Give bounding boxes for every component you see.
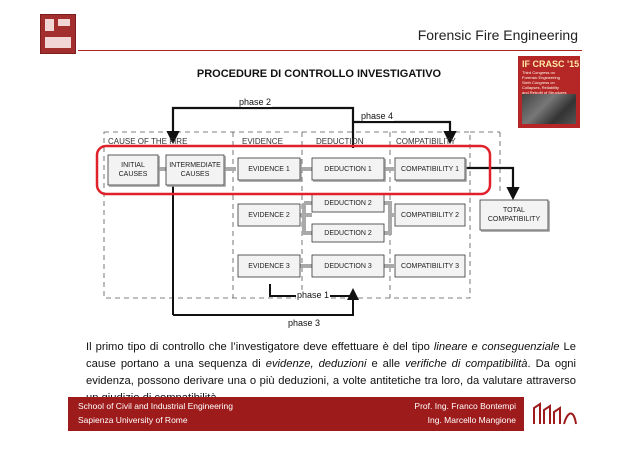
- evidence-2-label: EVIDENCE 2: [248, 212, 290, 219]
- phase-3-label: phase 3: [287, 318, 322, 328]
- poster-line: Forensic Engineering: [522, 75, 560, 80]
- evidence-3-label: EVIDENCE 3: [248, 263, 290, 270]
- deduction-1-label: DEDUCTION 1: [324, 166, 372, 173]
- evidence-3-box: [237, 254, 301, 278]
- footer-school: School of Civil and Industrial Engineeri…: [78, 401, 233, 411]
- footer-prof-1: Prof. Ing. Franco Bontempi: [414, 401, 516, 411]
- compatibility-1-label: COMPATIBILITY 1: [401, 166, 459, 173]
- deduction-2a-label: DEDUCTION 2: [324, 200, 372, 207]
- deduction-3-label: DEDUCTION 3: [324, 263, 372, 270]
- evidence-1-box: [237, 157, 301, 181]
- header-divider: [78, 50, 582, 51]
- header-title: Forensic Fire Engineering: [417, 27, 578, 43]
- phase-frame: [103, 131, 471, 299]
- phase-2-arrow: [166, 106, 355, 148]
- compatibility-2-label: COMPATIBILITY 2: [401, 212, 459, 219]
- total-compatibility-box: [479, 199, 549, 231]
- deduction-1-box: [311, 157, 385, 181]
- phase-1-label: phase 1: [296, 290, 331, 300]
- intermediate-causes-box: [165, 154, 225, 186]
- section-label-cause: CAUSE OF THE FIRE: [108, 137, 188, 146]
- deduction-3-box: [311, 254, 385, 278]
- footer-bar: [68, 397, 524, 431]
- section-label-compatibility: COMPATIBILITY: [396, 137, 456, 146]
- compatibility-1-box: [394, 157, 466, 181]
- phase-2-label: phase 2: [238, 97, 273, 107]
- poster-title: IF CRASC '15: [522, 59, 580, 69]
- phase-4-arrow: [353, 120, 457, 145]
- phase-3-arrow: [173, 288, 359, 316]
- research-group-logo: [533, 402, 577, 425]
- evidence-2-box: [237, 203, 301, 227]
- highlight-outline: [95, 144, 492, 196]
- phase-4-label: phase 4: [360, 111, 395, 121]
- section-label-evidence: EVIDENCE: [242, 137, 283, 146]
- section-label-deduction: DEDUCTION: [316, 137, 364, 146]
- poster-line: Collapses, Reliability: [522, 85, 559, 90]
- compatibility-3-label: COMPATIBILITY 3: [401, 263, 459, 270]
- conference-poster-image: IF CRASC '15 Third Congress on Forensic …: [518, 56, 580, 128]
- footer-prof-2: Ing. Marcello Mangione: [427, 415, 516, 425]
- poster-line: Sixth Congress on: [522, 80, 555, 85]
- poster-line: Third Congress on: [522, 70, 555, 75]
- evidence-1-label: EVIDENCE 1: [248, 166, 290, 173]
- poster-line: and Retrofit of Structures: [522, 90, 567, 95]
- diagram-title: PROCEDURE DI CONTROLLO INVESTIGATIVO: [196, 68, 442, 80]
- compatibility-2-box: [394, 203, 466, 227]
- initial-causes-box: [107, 154, 159, 186]
- compatibility-3-box: [394, 254, 466, 278]
- university-logo: [40, 14, 76, 54]
- footer-university: Sapienza University of Rome: [78, 415, 188, 425]
- deduction-2b-box: [311, 223, 385, 243]
- poster-photo: [522, 94, 576, 124]
- deduction-2b-label: DEDUCTION 2: [324, 230, 372, 237]
- total-compatibility-arrow: [466, 166, 520, 201]
